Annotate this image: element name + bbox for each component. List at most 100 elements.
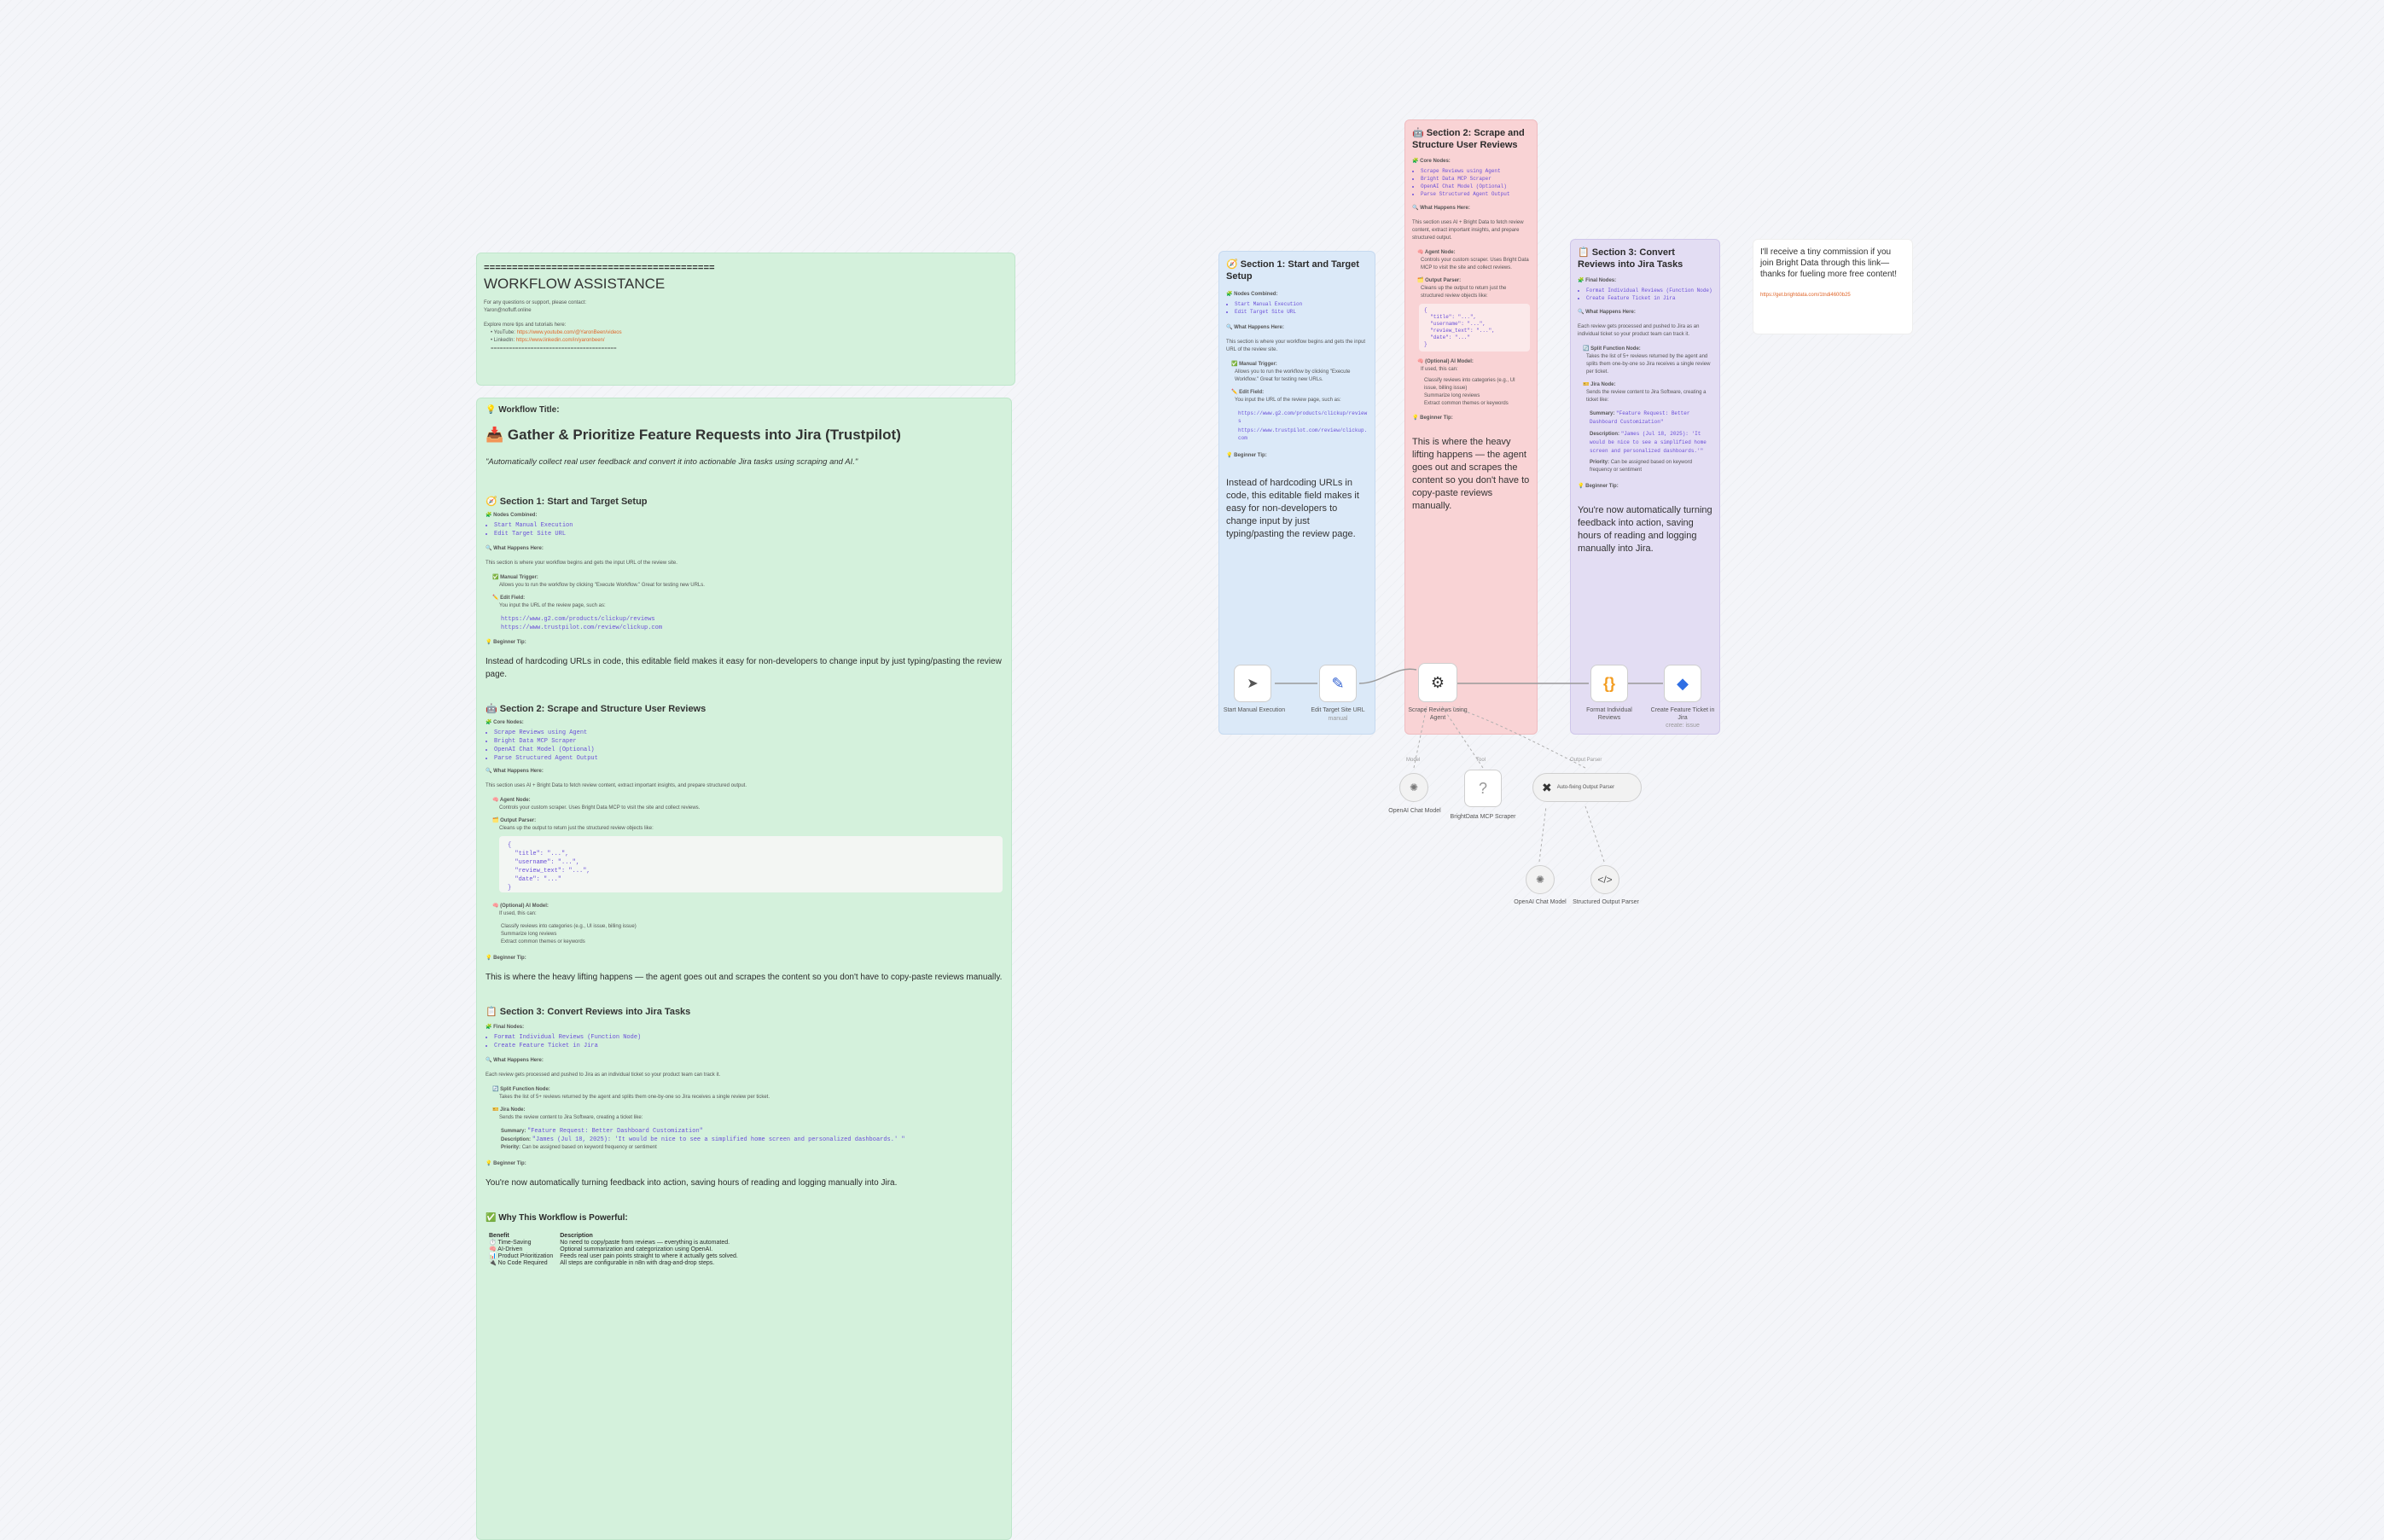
start-manual-node[interactable]: ➤ [1234,665,1271,702]
s2card-node-item: Parse Structured Agent Output [1421,190,1530,198]
s2card-b1-desc: Controls your custom scraper. Uses Brigh… [1421,258,1529,270]
s1card-node-item: Start Manual Execution [1235,300,1368,308]
mcp-scraper-node[interactable]: ? [1464,770,1502,807]
s1card-nodes-list: Start Manual Execution Edit Target Site … [1235,300,1368,316]
s1card-b2-desc: You input the URL of the review page, su… [1235,398,1341,403]
s2card-b3-desc: If used, this can: [1421,367,1458,372]
workflow-doc-note[interactable]: 💡 Workflow Title: 📥 Gather & Prioritize … [476,398,1012,1540]
s1-nodes-label: 🧩 Nodes Combined: [486,513,538,518]
s1-tip: Instead of hardcoding URLs in code, this… [486,657,1002,679]
why-description: Feeds real user pain points straight to … [560,1253,738,1259]
linkedin-link[interactable]: https://www.linkedin.com/in/yaronbeen/ [515,338,605,343]
edit-url-node[interactable]: ✎ [1319,665,1357,702]
youtube-label: YouTube: [493,330,515,335]
s3card-node-item: Format Individual Reviews (Function Node… [1586,287,1712,294]
s2card-code-block: { "title": "...", "username": "...", "re… [1419,304,1530,352]
s2card-node-item: OpenAI Chat Model (Optional) [1421,183,1530,190]
s2card-b3-title: 🧠 (Optional) AI Model: [1417,359,1474,364]
why-description: No need to copy/paste from reviews — eve… [560,1240,730,1246]
autofix-parser-node[interactable]: ✖ Auto-fixing Output Parser [1532,773,1642,802]
s3-bullet2-title: 🎫 Jira Node: [492,1107,526,1113]
autofix-node-label: Auto-fixing Output Parser [1556,784,1615,790]
openai-chat-node-2[interactable]: ✺ [1526,865,1555,894]
s3card-desc-line: Description: "James (Jul 18, 2025): 'It … [1590,430,1712,456]
youtube-line: • YouTube: https://www.youtube.com/@Yaro… [491,330,622,335]
s3card-what: 🔍 What Happens Here: [1578,310,1636,315]
s2card-what: 🔍 What Happens Here: [1412,206,1470,211]
start-node-label: Start Manual Execution [1223,707,1286,713]
s1card-title: 🧭 Section 1: Start and Target Setup [1226,259,1359,282]
s3card-desc: Each review gets processed and pushed to… [1578,324,1700,337]
s2-bullet1-desc: Controls your custom scraper. Uses Brigh… [499,805,701,811]
s1-node-item: Edit Target Site URL [494,530,1003,538]
s3card-tip: You're now automatically turning feedbac… [1578,505,1712,554]
s2card-b1-title: 🧠 Agent Node: [1417,250,1456,255]
format-node-label: Format Individual Reviews [1586,707,1632,721]
s1card-tip: Instead of hardcoding URLs in code, this… [1226,478,1359,539]
edit-node-label: Edit Target Site URL [1311,707,1365,713]
s2card-tip-label: 💡 Beginner Tip: [1412,416,1453,421]
why-benefit: 📊 Product Prioritization [489,1253,554,1259]
s3card-b2-title: 🎫 Jira Node: [1583,382,1616,387]
s2-bullet3-item: Classify reviews into categories (e.g., … [501,924,637,929]
section1-sticky[interactable]: 🧭 Section 1: Start and Target Setup 🧩 No… [1218,251,1375,735]
s1card-tip-label: 💡 Beginner Tip: [1226,453,1267,458]
why-description: Optional summarization and categorizatio… [560,1247,713,1252]
s3-priority-value: Can be assigned based on keyword frequen… [521,1145,657,1150]
affiliate-note[interactable]: I'll receive a tiny commission if you jo… [1753,239,1913,334]
s3-bullet2-desc: Sends the review content to Jira Softwar… [499,1115,643,1120]
s1card-desc: This section is where your workflow begi… [1226,340,1366,352]
s3card-summary-label: Summary: [1590,411,1615,416]
s2card-b3-item: Summarize long reviews [1424,393,1480,398]
why-header-benefit: Benefit [489,1233,509,1239]
section2-sticky[interactable]: 🤖 Section 2: Scrape and Structure User R… [1404,119,1538,735]
s1-heading: 🧭 Section 1: Start and Target Setup [486,497,648,507]
s3card-b1-title: 🔄 Split Function Node: [1583,346,1641,352]
workflow-assistance-note[interactable]: ========================================… [476,253,1015,386]
structured-parser-node[interactable]: </> [1590,865,1619,894]
s2-node-item: Parse Structured Agent Output [494,754,1003,763]
s3-heading: 📋 Section 3: Convert Reviews into Jira T… [486,1007,691,1017]
question-icon: ? [1478,779,1487,797]
format-reviews-node[interactable]: {} [1590,665,1628,702]
s3-bullet1-desc: Takes the list of 5+ reviews returned by… [499,1095,770,1100]
agent-node[interactable]: ⚙ [1418,663,1457,702]
assistance-divider: ========================================… [484,264,715,274]
s2card-node-item: Scrape Reviews using Agent [1421,167,1530,175]
linkedin-label: LinkedIn: [493,338,515,343]
s3card-b1-desc: Takes the list of 5+ reviews returned by… [1586,354,1711,375]
openai-icon: ✺ [1409,782,1419,793]
linkedin-line: • LinkedIn: https://www.linkedin.com/in/… [491,338,605,343]
youtube-link[interactable]: https://www.youtube.com/@YaronBeen/video… [516,330,622,335]
agent-node-label: Scrape Reviews using Agent [1408,707,1468,721]
s3-summary-label: Summary: [501,1129,526,1134]
s1-bullet2-desc: You input the URL of the review page, su… [499,603,606,608]
s2-node-item: OpenAI Chat Model (Optional) [494,746,1003,754]
s2-node-item: Scrape Reviews using Agent [494,729,1003,737]
why-benefit: ⏱️ Time-Saving [489,1240,532,1246]
s3-priority-label: Priority: [501,1145,521,1150]
tool-connector-label: Tool [1476,758,1486,763]
affiliate-link[interactable]: https://get.brightdata.com/1tndi4600b25 [1760,293,1851,298]
openai-chat-node[interactable]: ✺ [1399,773,1428,802]
s1card-what: 🔍 What Happens Here: [1226,325,1284,330]
s2-what-label: 🔍 What Happens Here: [486,769,544,774]
why-benefit: 🔌 No Code Required [489,1260,548,1266]
connection-structured-parser [1584,805,1605,863]
jira-node[interactable]: ◆ [1664,665,1701,702]
workflow-title: 📥 Gather & Prioritize Feature Requests i… [486,427,901,443]
s1-nodes-list: Start Manual Execution Edit Target Site … [494,521,1003,538]
s2-nodes-list: Scrape Reviews using Agent Bright Data M… [494,729,1003,763]
s2-code-block: { "title": "...", "username": "...", "re… [499,836,1003,892]
s3-nodes-list: Format Individual Reviews (Function Node… [494,1033,1003,1050]
robot-icon: ⚙ [1430,673,1445,691]
s3-desc-label: Description: [501,1137,532,1142]
s1-description: This section is where your workflow begi… [486,561,677,566]
pencil-icon: ✎ [1331,674,1345,692]
s2card-desc: This section uses AI + Bright Data to fe… [1412,220,1524,241]
section3-sticky[interactable]: 📋 Section 3: Convert Reviews into Jira T… [1570,239,1720,735]
